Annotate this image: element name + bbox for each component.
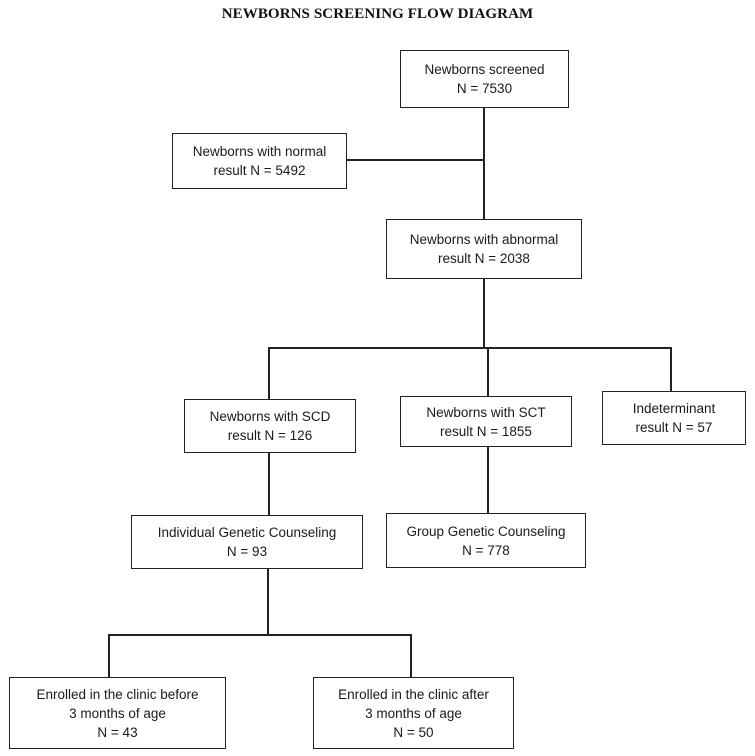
node-enrolled-after-label: Enrolled in the clinic after 3 months of… — [338, 686, 489, 740]
node-indeterminant-result: Indeterminant result N = 57 — [602, 391, 746, 445]
node-enrolled-after: Enrolled in the clinic after 3 months of… — [313, 677, 514, 749]
node-scd-result: Newborns with SCD result N = 126 — [184, 399, 356, 453]
node-sct-result: Newborns with SCT result N = 1855 — [400, 396, 572, 447]
node-indeterminant-result-label: Indeterminant result N = 57 — [632, 401, 716, 435]
node-group-counseling-label: Group Genetic Counseling N = 778 — [406, 523, 566, 558]
node-individual-counseling: Individual Genetic Counseling N = 93 — [131, 515, 363, 569]
node-normal-result-label: Newborns with normal result N = 5492 — [192, 144, 327, 178]
node-normal-result: Newborns with normal result N = 5492 — [172, 133, 347, 189]
node-enrolled-before-label: Enrolled in the clinic before 3 months o… — [36, 686, 199, 740]
node-scd-result-label: Newborns with SCD result N = 126 — [209, 409, 331, 443]
node-individual-counseling-label: Individual Genetic Counseling N = 93 — [157, 525, 337, 559]
diagram-title: NEWBORNS SCREENING FLOW DIAGRAM — [221, 6, 534, 22]
node-abnormal-result-label: Newborns with abnormal result N = 2038 — [409, 232, 559, 266]
node-group-counseling: Group Genetic Counseling N = 778 — [386, 513, 586, 568]
node-abnormal-result: Newborns with abnormal result N = 2038 — [386, 219, 582, 279]
node-newborns-screened: Newborns screened N = 7530 — [400, 50, 569, 108]
node-newborns-screened-label: Newborns screened N = 7530 — [424, 62, 545, 96]
node-sct-result-label: Newborns with SCT result N = 1855 — [426, 404, 546, 439]
node-enrolled-before: Enrolled in the clinic before 3 months o… — [9, 677, 226, 749]
